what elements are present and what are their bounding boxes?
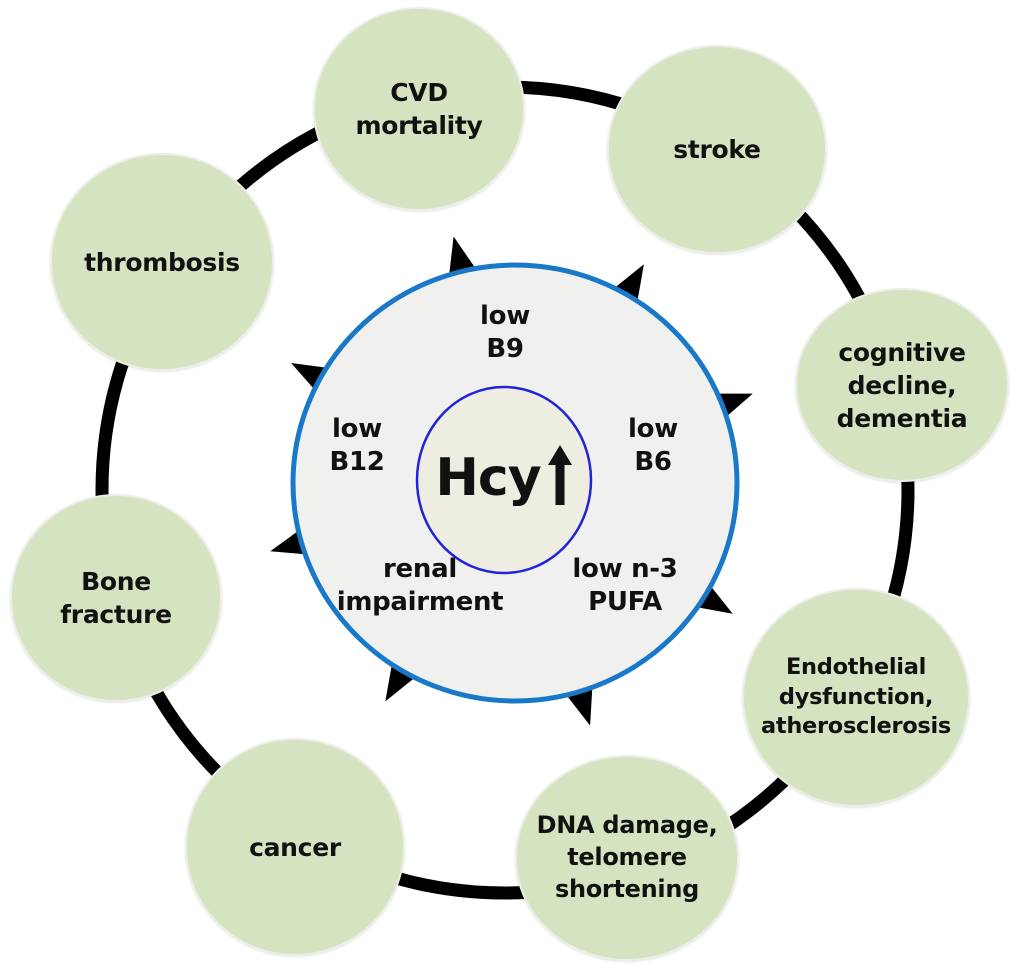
consequence-label: cancer bbox=[249, 832, 341, 862]
consequence-circle-cancer: cancer bbox=[185, 738, 405, 956]
consequence-circle-cvd-mortality: CVD mortality bbox=[313, 7, 525, 211]
cause-label-low-b9: low B9 bbox=[480, 301, 530, 365]
consequence-circle-dna-damage: DNA damage, telomere shortening bbox=[515, 755, 739, 961]
core-circle bbox=[415, 385, 593, 575]
cause-label-low-b6: low B6 bbox=[628, 414, 678, 478]
cause-label-low-b12: low B12 bbox=[329, 414, 385, 478]
consequence-circle-bone-fracture: Bone fracture bbox=[10, 494, 222, 702]
consequence-circle-thrombosis: thrombosis bbox=[50, 153, 274, 371]
consequence-label: thrombosis bbox=[84, 247, 240, 277]
up-arrow-icon bbox=[547, 445, 572, 505]
consequence-label: Bone fracture bbox=[60, 567, 172, 629]
consequence-circle-stroke: stroke bbox=[607, 45, 827, 254]
consequence-label: DNA damage, telomere shortening bbox=[536, 811, 718, 903]
cause-label-renal-impairment: renal impairment bbox=[336, 554, 504, 618]
consequence-label: Endothelial dysfunction, atherosclerosis bbox=[760, 653, 952, 740]
consequence-label: CVD mortality bbox=[355, 78, 483, 140]
cause-label-low-n3-pufa: low n-3 PUFA bbox=[572, 554, 678, 618]
center-hcy-label: Hcy bbox=[404, 428, 604, 528]
consequence-label: stroke bbox=[673, 135, 761, 164]
consequence-circle-cognitive-decline: cognitive decline, dementia bbox=[795, 288, 1009, 482]
hcy-text: Hcy bbox=[435, 448, 541, 508]
consequence-label: cognitive decline, dementia bbox=[836, 337, 968, 433]
consequence-circle-endothelial-dysfunction: Endothelial dysfunction, atherosclerosis bbox=[742, 588, 970, 807]
